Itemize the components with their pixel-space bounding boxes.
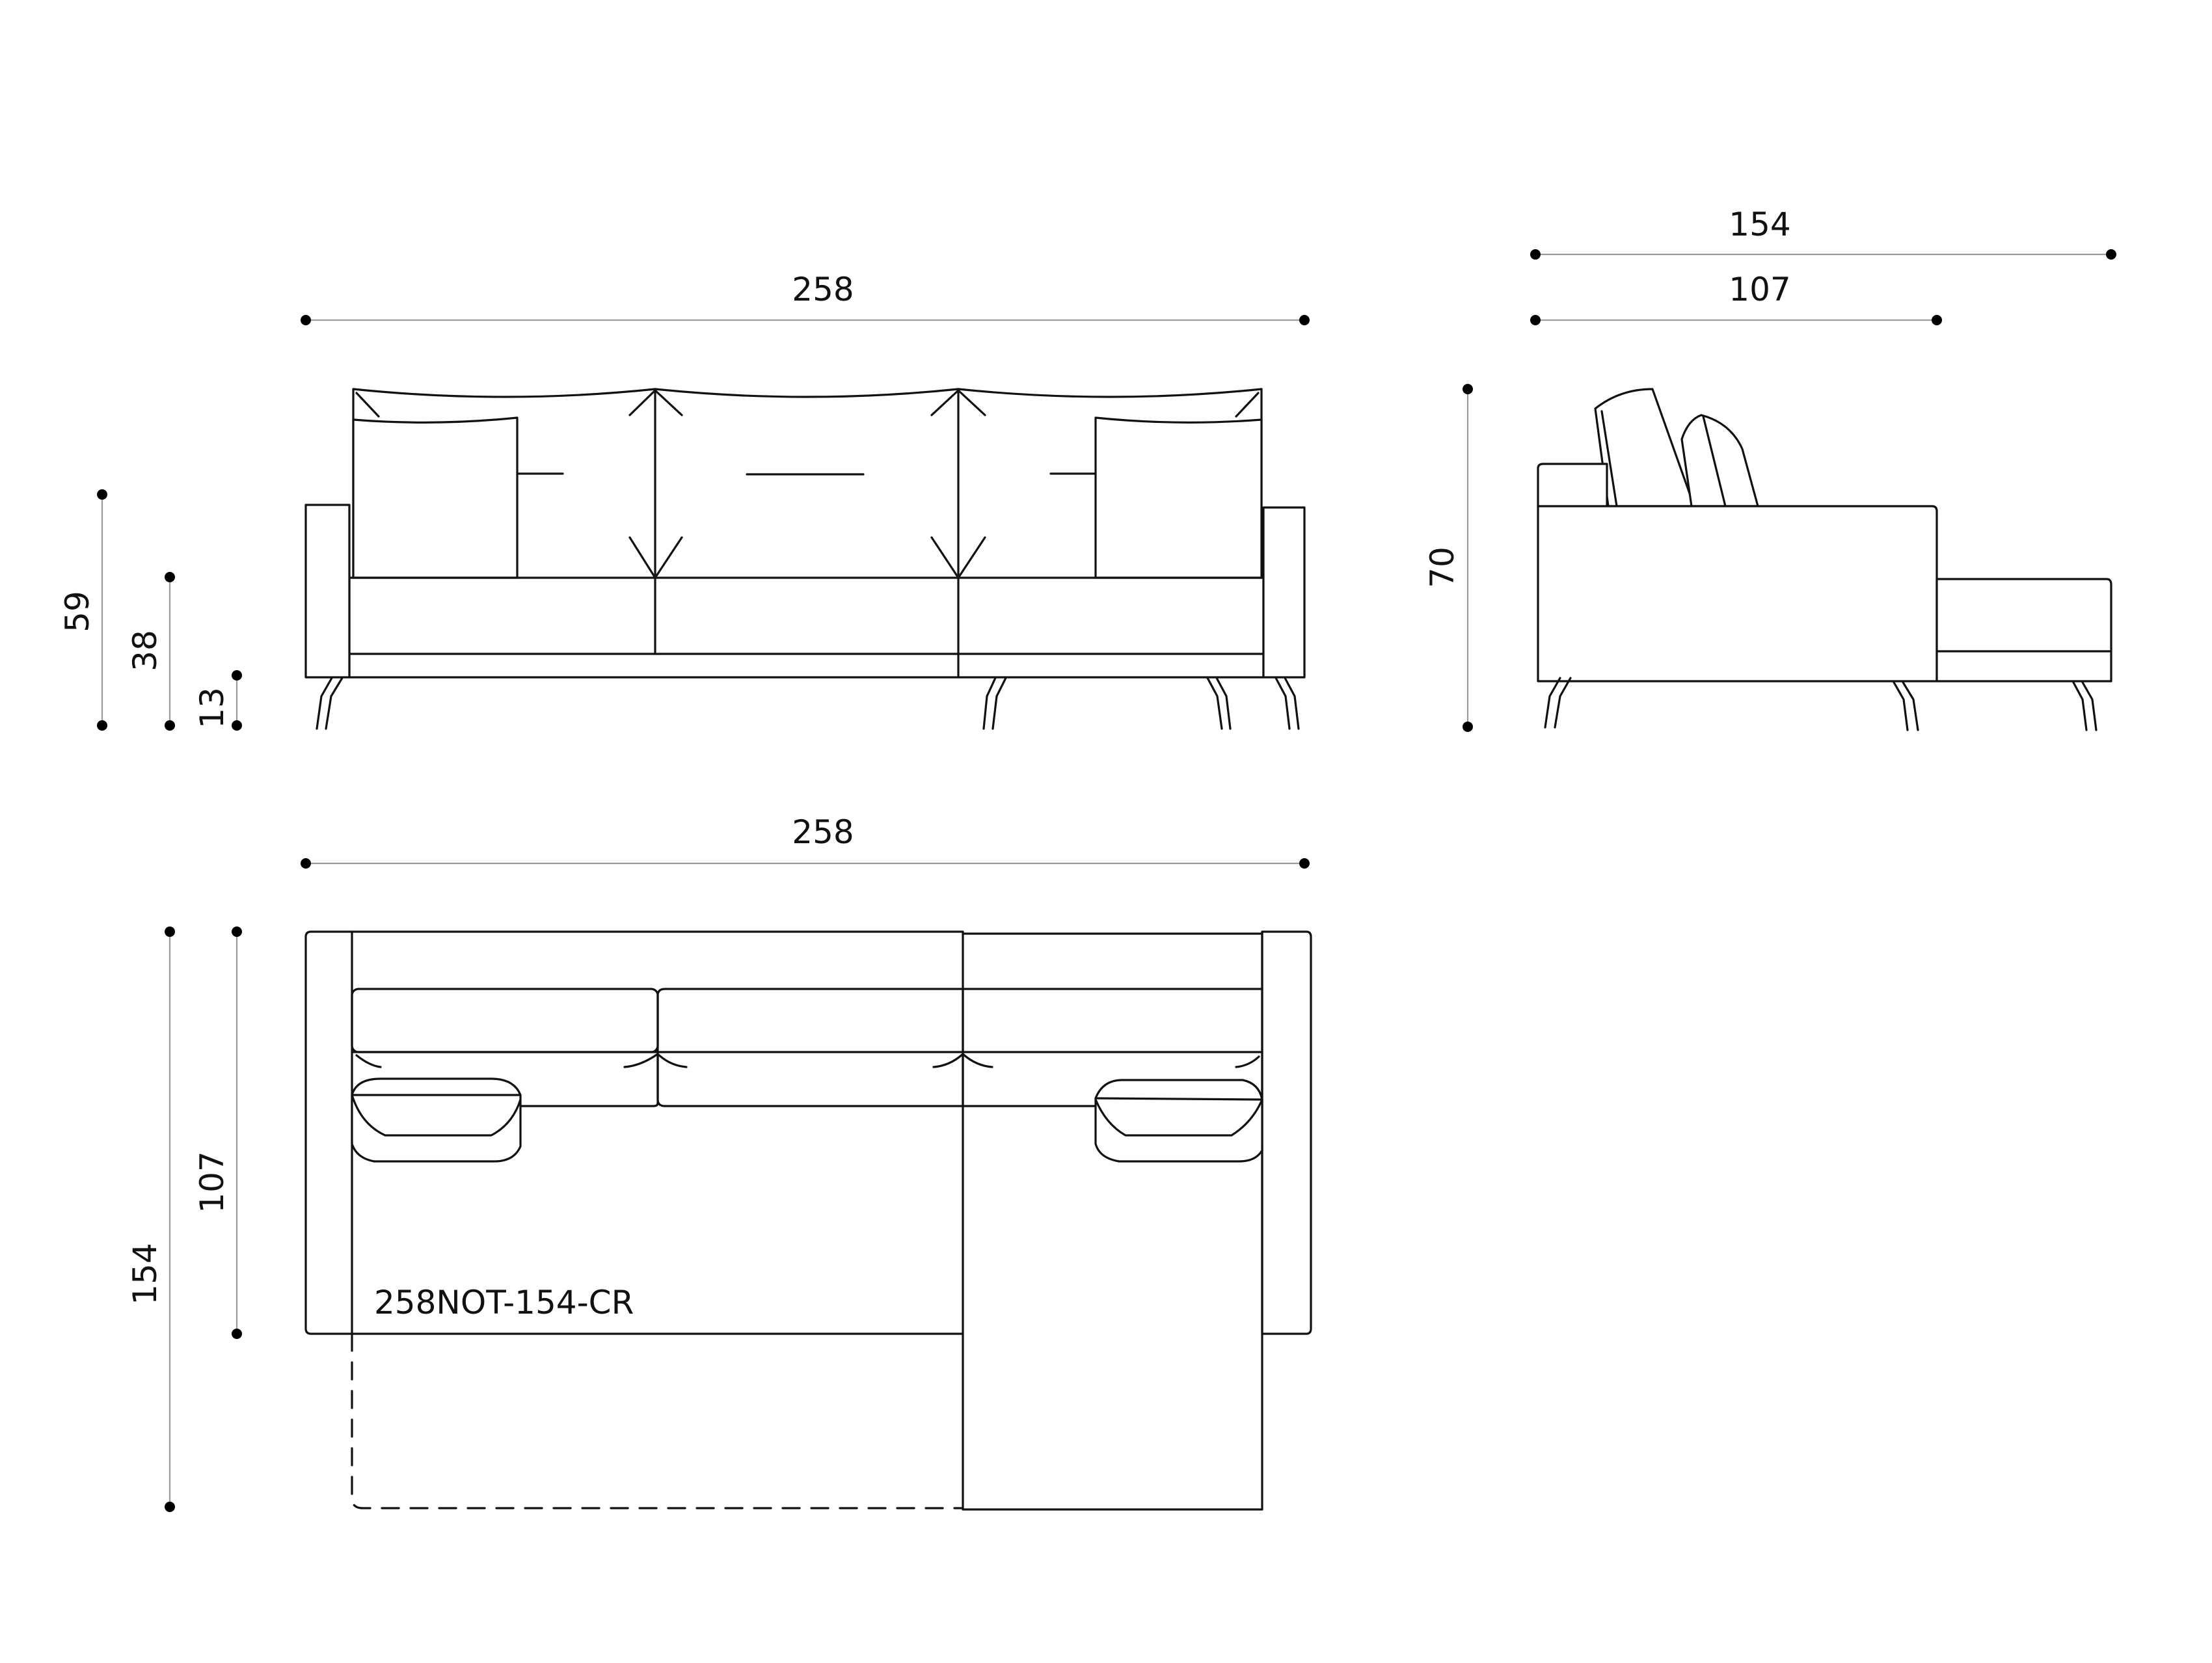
side-chaise [1936,578,2112,683]
front-view: 258 [59,271,1310,731]
front-height-total-dimension: 59 [59,489,107,731]
top-alt-chaise-outline [351,1332,964,1509]
side-depth-total-label: 154 [1729,206,1790,243]
top-back-cushions [351,988,1263,1107]
side-armrest [1537,463,1608,507]
side-view: 154 107 70 [1423,206,2116,732]
front-height-legs-dimension: 13 [193,670,242,731]
top-width-dimension: 258 [301,813,1310,869]
front-legs [316,677,1300,730]
side-height-label: 70 [1423,547,1461,588]
top-right-pillow [1094,1079,1263,1163]
side-depth-sofa-label: 107 [1729,271,1790,308]
front-height-legs-label: 13 [193,687,231,729]
front-width-label: 258 [792,271,854,308]
front-left-pillow [352,416,519,579]
side-depth-total-dimension: 154 [1530,206,2116,260]
front-height-total-label: 59 [59,591,96,632]
front-height-seat-dimension: 38 [126,572,175,731]
top-depth-total-label: 154 [126,1243,164,1305]
front-right-armrest [1262,506,1306,679]
front-seat [348,576,1265,679]
top-depth-total-dimension: 154 [126,926,175,1512]
side-back-cushion-front [1680,414,1759,507]
top-depth-sofa-label: 107 [193,1151,231,1213]
top-sofa-outline [304,930,964,1335]
model-code-label: 258NOT-154-CR [374,1284,634,1321]
top-depth-sofa-dimension: 107 [193,926,242,1339]
top-chaise [962,1332,1263,1511]
front-height-seat-label: 38 [126,630,164,671]
side-back-cushion-rear [1594,388,1695,507]
top-view: 258 154 107 [126,813,1312,1512]
side-sofa-body [1537,505,1938,683]
front-left-armrest [304,504,351,679]
top-left-pillow [351,1077,522,1163]
side-depth-sofa-dimension: 107 [1530,271,1942,325]
side-height-dimension: 70 [1423,384,1473,732]
front-width-dimension: 258 [301,271,1310,325]
top-right-armrest [1261,930,1312,1335]
side-legs [1544,677,2097,731]
top-width-label: 258 [792,813,854,851]
front-right-pillow [1094,416,1263,579]
